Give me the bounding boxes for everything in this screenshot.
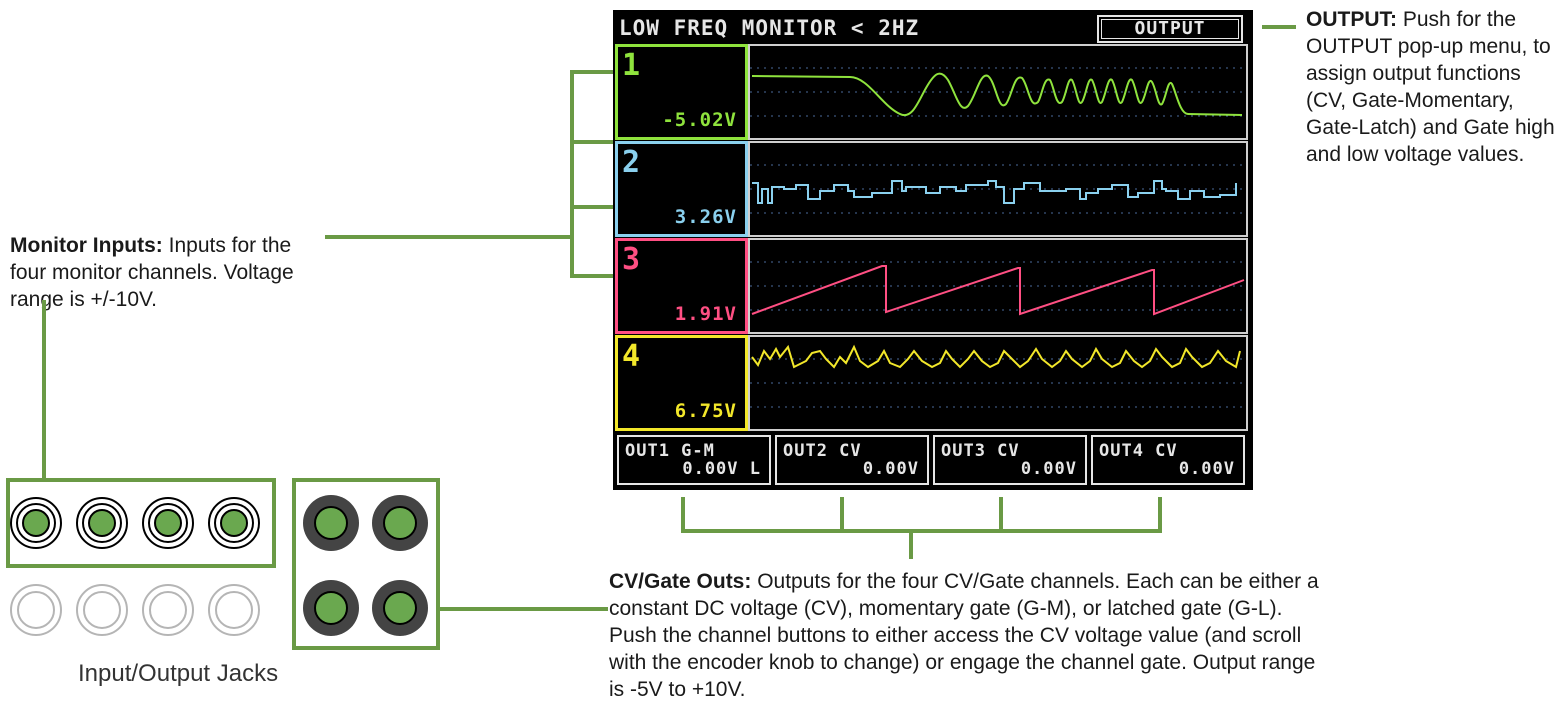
- monitor-inputs-text: Inputs for the four monitor channels. Vo…: [10, 234, 294, 311]
- channel-1-voltage: -5.02V: [662, 109, 737, 131]
- output-annotation-title: OUTPUT:: [1306, 8, 1397, 31]
- monitor-bracket-tick-4: [570, 274, 613, 278]
- channel-4-number: 4: [622, 339, 641, 374]
- monitor-inputs-group: [6, 478, 276, 568]
- output-3-label: OUT3 CV: [941, 441, 1020, 461]
- monitor-input-jack-3[interactable]: [142, 497, 194, 549]
- output-4-label: OUT4 CV: [1099, 441, 1178, 461]
- channel-2-voltage: 3.26V: [674, 206, 737, 228]
- monitor-input-jack-2[interactable]: [76, 497, 128, 549]
- outs-bracket-horizontal: [681, 529, 1162, 533]
- channel-3-voltage: 1.91V: [674, 303, 737, 325]
- monitor-input-jack-4[interactable]: [208, 497, 260, 549]
- monitor-bracket-tick-3: [570, 205, 613, 209]
- outs-bracket-stem: [909, 531, 913, 559]
- outs-bracket-tick-2: [840, 497, 844, 533]
- output-annotation-text: Push for the OUTPUT pop-up menu, to assi…: [1306, 8, 1555, 166]
- output-connector: [1262, 25, 1296, 29]
- cv-gate-out-jack-4[interactable]: [372, 580, 428, 636]
- channel-4-waveform: [748, 335, 1248, 431]
- monitor-bracket-tick-1: [570, 70, 613, 74]
- unused-jack-4: [208, 584, 260, 636]
- cv-gate-outs-annotation: CV/Gate Outs: Outputs for the four CV/Ga…: [609, 568, 1321, 703]
- output-box-3[interactable]: OUT3 CV 0.00V: [933, 435, 1087, 485]
- output-2-label: OUT2 CV: [783, 441, 862, 461]
- unused-jack-2: [76, 584, 128, 636]
- monitor-screen: LOW FREQ MONITOR < 2HZ OUTPUT 1 -5.02V 2…: [613, 10, 1253, 490]
- output-4-value: 0.00V: [1178, 459, 1235, 479]
- output-annotation: OUTPUT: Push for the OUTPUT pop-up menu,…: [1306, 6, 1561, 168]
- channel-1-waveform: [748, 44, 1248, 140]
- cv-gate-outs-text: Outputs for the four CV/Gate channels. E…: [609, 570, 1319, 701]
- monitor-inputs-annotation: Monitor Inputs: Inputs for the four moni…: [10, 232, 330, 313]
- output-3-value: 0.00V: [1020, 459, 1077, 479]
- channel-2-waveform: [748, 141, 1248, 237]
- output-1-label: OUT1 G-M: [625, 441, 715, 461]
- channel-4-voltage: 6.75V: [674, 400, 737, 422]
- inputs-connector-vertical: [42, 300, 46, 478]
- outs-bracket-tick-3: [999, 497, 1003, 533]
- outs-bracket-tick-4: [1158, 497, 1162, 533]
- unused-jack-1: [10, 584, 62, 636]
- output-2-value: 0.00V: [862, 459, 919, 479]
- monitor-connector-horizontal: [325, 235, 572, 239]
- channel-3-number: 3: [622, 242, 641, 277]
- output-box-1[interactable]: OUT1 G-M 0.00V L: [617, 435, 771, 485]
- monitor-bracket-vertical: [570, 70, 574, 278]
- output-box-4[interactable]: OUT4 CV 0.00V: [1091, 435, 1245, 485]
- cv-gate-outs-title: CV/Gate Outs:: [609, 570, 752, 593]
- output-1-value: 0.00V L: [682, 459, 761, 479]
- monitor-inputs-title: Monitor Inputs:: [10, 234, 163, 257]
- jacks-caption: Input/Output Jacks: [78, 660, 279, 687]
- cv-gate-out-jack-1[interactable]: [303, 495, 359, 551]
- outs-bracket-tick-1: [681, 497, 685, 533]
- channel-1-number: 1: [622, 48, 641, 83]
- jacks-connector-horizontal: [440, 607, 608, 611]
- monitor-bracket-tick-2: [570, 140, 613, 144]
- output-box-2[interactable]: OUT2 CV 0.00V: [775, 435, 929, 485]
- channel-2-box: 2 3.26V: [615, 141, 748, 237]
- screen-title: LOW FREQ MONITOR < 2HZ: [619, 16, 920, 40]
- cv-gate-out-jack-3[interactable]: [303, 580, 359, 636]
- channel-3-waveform: [748, 238, 1248, 334]
- channel-1-box: 1 -5.02V: [615, 44, 748, 140]
- output-button[interactable]: OUTPUT: [1096, 14, 1244, 44]
- cv-gate-out-jack-2[interactable]: [372, 495, 428, 551]
- unused-jack-3: [142, 584, 194, 636]
- cv-gate-outs-group: [292, 478, 440, 650]
- channel-3-box: 3 1.91V: [615, 238, 748, 334]
- channel-4-box: 4 6.75V: [615, 335, 748, 431]
- monitor-input-jack-1[interactable]: [10, 497, 62, 549]
- channel-2-number: 2: [622, 145, 641, 180]
